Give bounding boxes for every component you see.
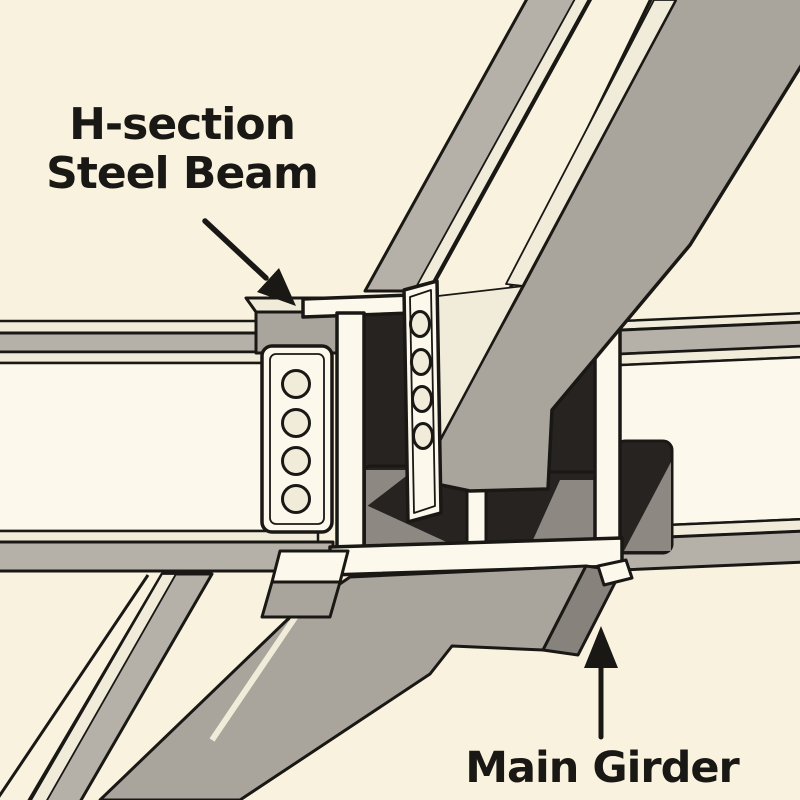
flange-cap-top bbox=[270, 549, 350, 584]
bolt bbox=[281, 408, 311, 438]
bolt bbox=[412, 422, 434, 450]
end-plate-bolts bbox=[281, 369, 311, 514]
end-plate bbox=[260, 344, 334, 534]
beam-label-arrow bbox=[202, 218, 296, 306]
beam-label: H-section Steel Beam bbox=[24, 100, 340, 199]
girder-wedge-4 bbox=[624, 462, 671, 551]
girder-wedge-1 bbox=[366, 470, 414, 507]
girder-lower-flange-edge bbox=[0, 572, 214, 800]
bolt bbox=[411, 385, 433, 413]
flange-cap-front bbox=[260, 580, 342, 619]
girder-wedge-3 bbox=[528, 480, 614, 551]
bottom-flange-highlight bbox=[209, 614, 299, 742]
beam-label-line1: H-section bbox=[69, 99, 296, 150]
bolt bbox=[410, 348, 432, 376]
web-bolt-plate bbox=[402, 279, 443, 524]
end-plate-inner-line bbox=[269, 353, 325, 525]
beam-label-line2: Steel Beam bbox=[46, 148, 319, 200]
lower-band-highlight bbox=[30, 573, 177, 800]
girder-label-text: Main Girder bbox=[465, 743, 740, 793]
girder-edge-line bbox=[418, 0, 678, 479]
bolt bbox=[281, 369, 311, 399]
bolt bbox=[409, 310, 431, 338]
web-plate-bolts bbox=[409, 310, 434, 450]
girder-wedge-2 bbox=[366, 505, 466, 551]
beam-flange-end-cap bbox=[260, 549, 350, 619]
arrow-head bbox=[257, 268, 296, 306]
hidden-edge-line bbox=[0, 574, 150, 798]
main-girder bbox=[415, 0, 800, 493]
section-web bbox=[335, 311, 366, 560]
web-plate-inner-line bbox=[409, 289, 436, 514]
girder-bottom-flange bbox=[98, 558, 634, 800]
arrow-shaft bbox=[202, 218, 269, 281]
section-frame bbox=[301, 293, 624, 577]
beam-end-plate bbox=[260, 344, 334, 534]
h-beam-left bbox=[0, 296, 350, 573]
arrow-head bbox=[584, 626, 618, 668]
girder-label: Main Girder bbox=[424, 744, 780, 792]
bolt bbox=[281, 484, 311, 514]
girder-label-arrow bbox=[584, 626, 618, 740]
bottom-bar-right-tab bbox=[596, 558, 634, 587]
bolt bbox=[281, 446, 311, 476]
